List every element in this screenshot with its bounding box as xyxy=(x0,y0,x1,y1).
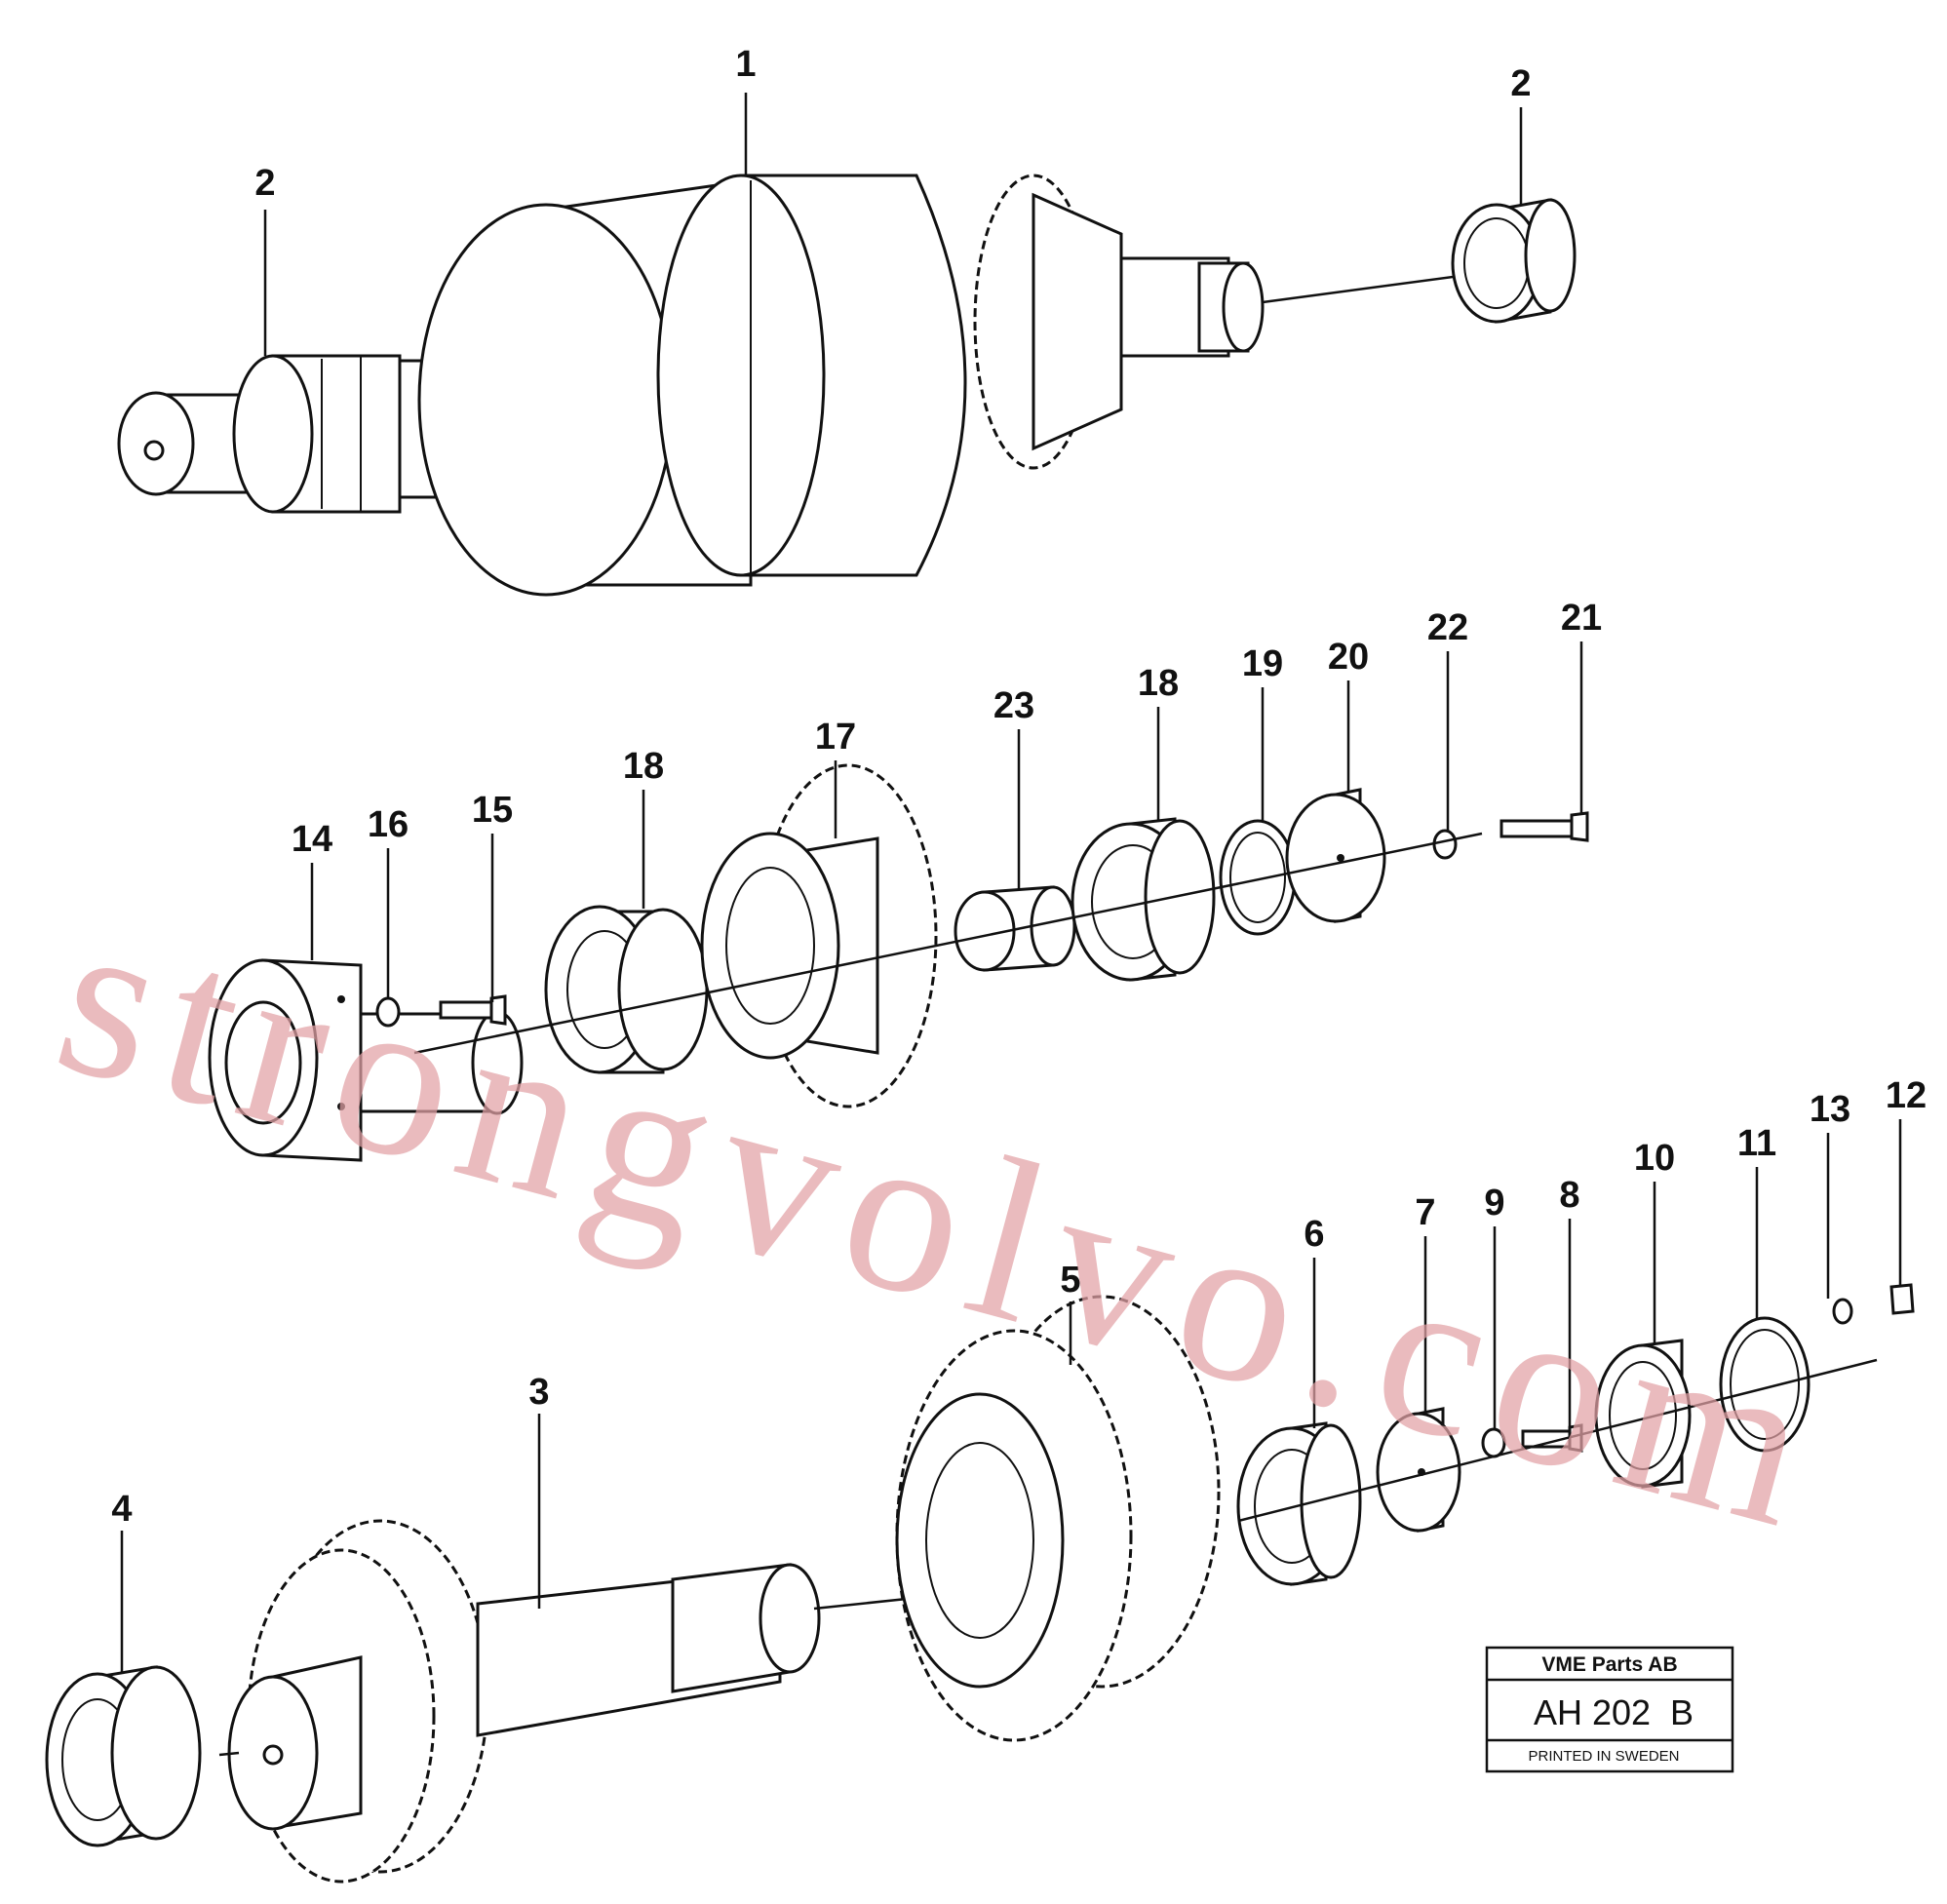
callout-16: 16 xyxy=(368,804,409,845)
callouts: 1 2 2 3 4 5 6 7 8 9 10 11 12 13 14 15 16… xyxy=(111,44,1927,1530)
part-18-bearing-right xyxy=(1071,817,1216,982)
callout-21: 21 xyxy=(1561,598,1602,639)
part-1-rotor-assembly xyxy=(117,174,1498,597)
callout-4: 4 xyxy=(111,1489,132,1530)
callout-22: 22 xyxy=(1427,607,1468,648)
callout-11: 11 xyxy=(1737,1123,1776,1164)
stamp-company: VME Parts AB xyxy=(1541,1653,1677,1676)
part-13-washer xyxy=(1832,1298,1853,1325)
part-7-cap xyxy=(1376,1407,1461,1533)
callout-6: 6 xyxy=(1304,1214,1324,1255)
callout-18-right: 18 xyxy=(1138,663,1179,704)
callout-14: 14 xyxy=(292,819,332,860)
callout-13: 13 xyxy=(1810,1089,1850,1130)
part-5-double-gear xyxy=(895,1295,1221,1742)
callout-10: 10 xyxy=(1634,1138,1675,1179)
callout-1: 1 xyxy=(735,44,756,85)
callout-17: 17 xyxy=(815,717,856,758)
leader-lines xyxy=(120,93,1902,1672)
part-18-bearing-left xyxy=(544,905,709,1074)
callout-2-right: 2 xyxy=(1510,63,1531,104)
stamp-code: AH 202 B xyxy=(1534,1692,1694,1732)
callout-5: 5 xyxy=(1060,1260,1080,1301)
callout-18-left: 18 xyxy=(623,746,664,787)
callout-3: 3 xyxy=(528,1372,549,1413)
vme-stamp: VME Parts AB AH 202 B PRINTED IN SWEDEN xyxy=(1485,1646,1734,1773)
callout-7: 7 xyxy=(1415,1192,1435,1233)
part-11-ring xyxy=(1719,1316,1811,1453)
callout-9: 9 xyxy=(1484,1183,1504,1224)
part-17-gear xyxy=(700,763,938,1108)
part-19-ring xyxy=(1219,819,1297,936)
callout-23: 23 xyxy=(993,685,1034,726)
part-3-gear-shaft xyxy=(218,1519,908,1884)
callout-12: 12 xyxy=(1886,1075,1927,1116)
part-4-bearing xyxy=(45,1665,202,1847)
part-2-bearing-right xyxy=(1451,198,1577,324)
part-15-bolt xyxy=(439,994,507,1026)
part-20-cap xyxy=(1285,788,1386,923)
callout-20: 20 xyxy=(1328,637,1369,678)
callout-19: 19 xyxy=(1242,643,1283,684)
stamp-note: PRINTED IN SWEDEN xyxy=(1528,1748,1679,1765)
part-21-bolt xyxy=(1499,811,1589,842)
callout-2-left: 2 xyxy=(254,163,275,204)
part-8-bolt xyxy=(1521,1423,1583,1453)
callout-15: 15 xyxy=(472,790,513,831)
callout-8: 8 xyxy=(1559,1175,1579,1216)
part-22-washer xyxy=(1432,829,1458,860)
part-12-nut xyxy=(1889,1283,1915,1315)
